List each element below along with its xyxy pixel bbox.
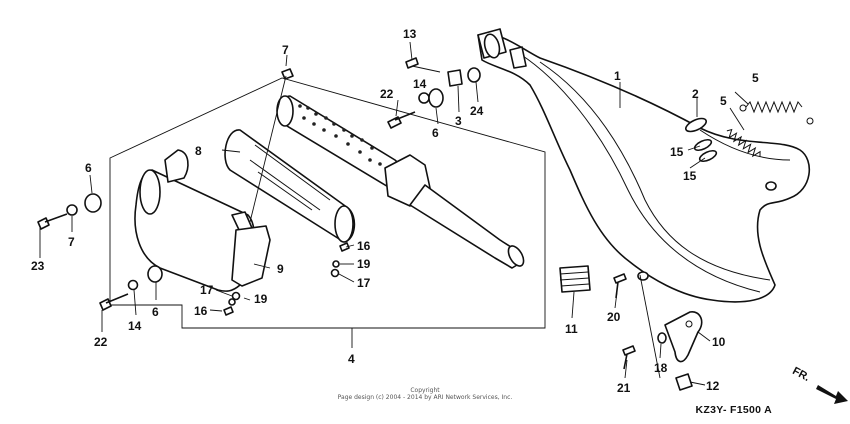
washer-19-right [332,260,340,268]
bolt-22-top [387,111,416,129]
callout-24: 24 [470,104,484,118]
callout-18: 18 [654,361,668,375]
callout-19b: 19 [254,292,268,306]
callout-10: 10 [712,335,726,349]
grommet-6-top [428,88,444,108]
collar-3 [447,69,463,87]
callout-22b: 22 [94,335,108,349]
callout-2: 2 [692,87,699,101]
callout-14a: 14 [413,77,427,91]
washer-14-bottom [127,279,139,291]
washer-14-top [418,92,430,104]
callout-6c: 6 [152,305,159,319]
end-cap-9 [231,225,271,287]
callout-11: 11 [565,322,578,336]
bolt-7-top [281,68,294,80]
bolt-22-bottom [99,293,129,311]
rubber-damper-11 [559,265,591,293]
callout-5a: 5 [752,71,759,85]
washer-19-left [228,298,236,306]
screw-16-right [339,242,350,252]
washer-17-right [330,268,340,278]
muffler-inner-pipe [276,95,525,269]
front-arrow-icon [816,385,848,404]
callout-20: 20 [607,310,621,324]
callout-7a: 7 [282,43,289,57]
bolt-20 [613,273,627,299]
callout-15a: 15 [670,145,684,159]
callout-13: 13 [403,27,417,41]
spring-upper [739,100,814,125]
callout-23: 23 [31,259,45,273]
callout-9: 9 [277,262,284,276]
washer-18 [657,332,667,344]
nut-24 [467,67,481,83]
clamp-12 [675,373,693,391]
gasket-2 [685,117,707,133]
spring-lower [726,128,761,158]
callout-1: 1 [614,69,621,83]
callout-5b: 5 [720,94,727,108]
callout-6a: 6 [432,126,439,140]
leader-lines [39,41,749,386]
callout-21: 21 [617,381,631,395]
copyright-line-1: Copyright [410,387,440,394]
callout-7b: 7 [68,235,75,249]
muffler-packing [224,129,356,243]
callout-22a: 22 [380,87,394,101]
callout-12: 12 [706,379,720,393]
screw-16-left [223,306,234,316]
grommet-6-left [84,193,102,213]
callout-8: 8 [195,144,202,158]
bolt-21 [622,345,636,370]
muffler-body [134,149,255,292]
callout-15b: 15 [683,169,697,183]
copyright-line-2: Page design (c) 2004 - 2014 by ARI Netwo… [337,394,513,401]
bolt-23 [37,213,68,230]
diagram-code: KZ3Y- F1500 A [695,404,772,416]
callout-6b: 6 [85,161,92,175]
callout-17a: 17 [357,276,371,290]
callout-16b: 16 [194,304,208,318]
callout-19a: 19 [357,257,371,271]
grommet-6-bottom [147,265,163,283]
expansion-chamber [477,28,811,303]
perforations [298,104,382,166]
bracket-10 [664,311,703,363]
callout-3: 3 [455,114,462,128]
callout-17b: 17 [200,283,214,297]
bolt-13 [405,57,419,69]
washer-7-left [66,204,78,216]
washer-17-left [231,291,241,301]
gasket-15a [693,138,713,152]
assembly-outline-4 [109,77,546,329]
callout-4: 4 [348,352,355,366]
callout-14b: 14 [128,319,142,333]
callout-16a: 16 [357,239,371,253]
